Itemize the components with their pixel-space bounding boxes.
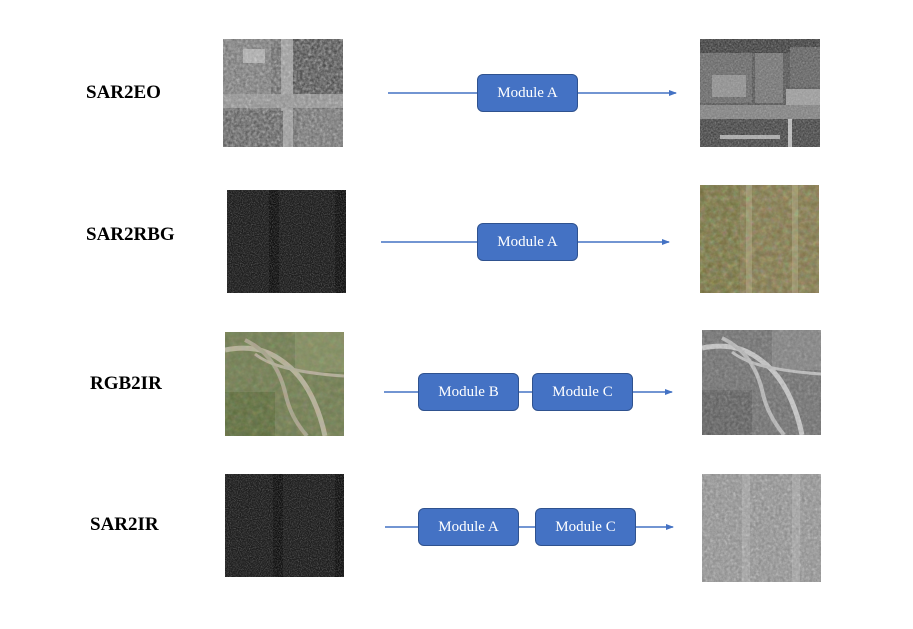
input-image-sar2ir (225, 474, 344, 577)
module-a-box-row1: Module A (477, 74, 578, 112)
row-label-rgb2ir: RGB2IR (90, 373, 162, 394)
module-b-box-row3: Module B (418, 373, 519, 411)
module-a-box-row2: Module A (477, 223, 578, 261)
input-image-rgb2ir (225, 332, 344, 436)
row-label-sar2eo: SAR2EO (86, 82, 161, 103)
output-image-sar2ir (702, 474, 821, 582)
input-image-sar2rbg (227, 190, 346, 293)
module-c-box-row3: Module C (532, 373, 633, 411)
row-label-sar2rbg: SAR2RBG (86, 224, 175, 245)
row-label-sar2ir: SAR2IR (90, 514, 159, 535)
module-a-box-row4: Module A (418, 508, 519, 546)
output-image-rgb2ir (702, 330, 821, 435)
input-image-sar2eo (223, 39, 343, 147)
output-image-sar2eo (700, 39, 820, 147)
module-c-box-row4: Module C (535, 508, 636, 546)
output-image-sar2rbg (700, 185, 819, 293)
